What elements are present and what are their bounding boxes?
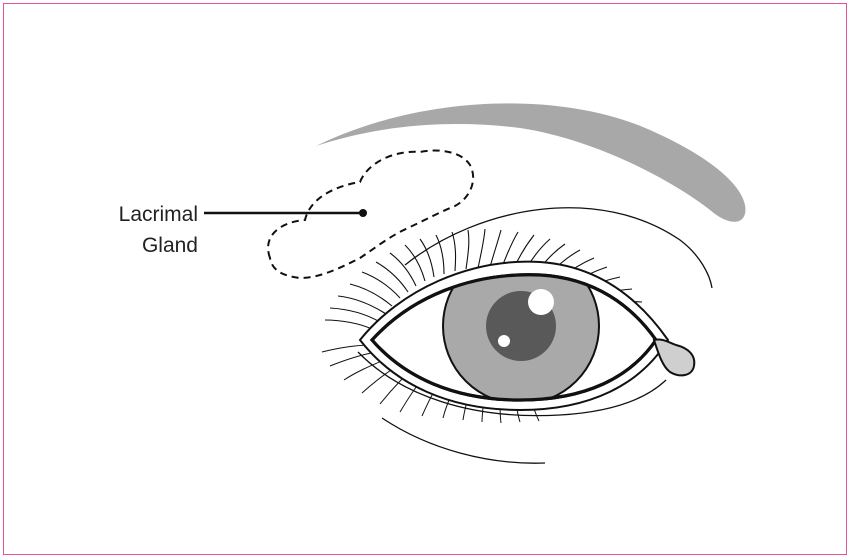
- lacrimal-gland-label-line1: Lacrimal: [48, 202, 198, 228]
- lower-eyelid-crease-2: [382, 418, 545, 463]
- caruncle: [654, 339, 694, 375]
- lacrimal-gland-label-line2: Gland: [48, 233, 198, 259]
- eyebrow: [316, 103, 745, 221]
- pupil-highlight-small: [498, 335, 510, 347]
- label-leader-dot: [359, 209, 367, 217]
- pupil-highlight-large: [528, 289, 554, 315]
- lacrimal-gland: [268, 151, 473, 278]
